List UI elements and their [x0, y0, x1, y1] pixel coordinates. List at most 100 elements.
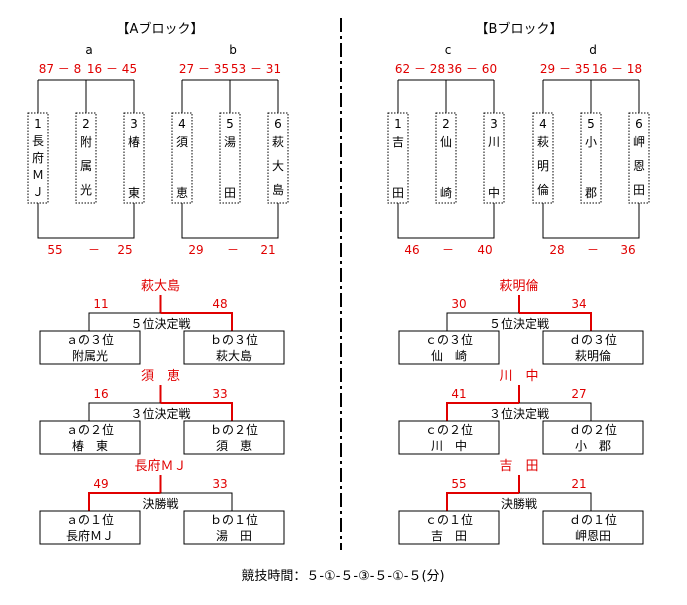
- bracket-right: [160, 402, 233, 421]
- group-label: d: [589, 43, 597, 57]
- seed-label: ｃの３位: [425, 332, 473, 347]
- team-name-char: 須: [176, 135, 188, 149]
- seed-team: 岬恩田: [575, 529, 611, 543]
- seed-label: ｃの１位: [425, 512, 473, 527]
- playoff-score-left: 11: [93, 297, 108, 311]
- team-number: 1: [394, 117, 402, 131]
- team-name-char: Ｍ: [32, 168, 44, 182]
- team-name-char: 明: [537, 159, 549, 173]
- team-name-char: 府: [32, 150, 44, 165]
- team-name-char: 椿: [128, 135, 140, 149]
- bracket-right: [519, 402, 592, 421]
- team-number: 2: [82, 117, 90, 131]
- cross-score: 46: [404, 243, 419, 257]
- group-bracket-bottom: [542, 203, 640, 239]
- cross-score-dash: －: [442, 243, 454, 257]
- seed-team: 椿 東: [72, 439, 108, 453]
- cross-score-dash: －: [587, 243, 599, 257]
- seed-box-left: [398, 510, 500, 545]
- playoff-title: ５位決定戦: [489, 316, 549, 331]
- team-number: 3: [490, 117, 498, 131]
- seed-team: 湯 田: [216, 529, 252, 543]
- seed-team: 須 恵: [216, 439, 252, 453]
- playoff-score-left: 30: [451, 297, 466, 311]
- cross-score: 40: [477, 243, 492, 257]
- seed-box-right: [542, 510, 644, 545]
- playoff-winner: 吉 田: [499, 459, 538, 474]
- playoff-title: ３位決定戦: [130, 406, 190, 421]
- team-box: [580, 112, 602, 204]
- playoff-title: 決勝戦: [142, 496, 178, 511]
- team-number: 5: [226, 117, 234, 131]
- seed-box-right: [542, 330, 644, 365]
- team-name-char: 萩: [272, 135, 284, 149]
- cross-score-dash: －: [88, 243, 100, 257]
- team-number: 4: [178, 117, 186, 131]
- seed-box-left: [398, 330, 500, 365]
- match-score: 62 － 28: [395, 62, 445, 76]
- playoff-score-right: 48: [212, 297, 227, 311]
- cross-score: 25: [117, 243, 132, 257]
- cross-score: 55: [47, 243, 62, 257]
- bracket-left: [446, 312, 519, 331]
- seed-label: ｄの１位: [569, 512, 617, 527]
- seed-label: ｂの２位: [210, 422, 258, 437]
- seed-team: 萩大島: [216, 348, 252, 363]
- team-number: 1: [34, 117, 42, 131]
- team-name-char: 吉: [392, 135, 404, 149]
- team-name-char: 湯: [224, 135, 236, 149]
- team-name-char: 萩: [537, 135, 549, 149]
- seed-label: ａの１位: [66, 512, 114, 527]
- playoff-score-right: 21: [571, 477, 586, 491]
- team-name-char: 郡: [585, 186, 597, 200]
- team-name-char: 大: [272, 159, 284, 173]
- cross-score: 21: [260, 243, 275, 257]
- seed-box-left: [398, 420, 500, 455]
- seed-label: ｃの２位: [425, 422, 473, 437]
- playoff-score-left: 16: [93, 387, 108, 401]
- team-name-char: 中: [488, 185, 500, 200]
- match-score: 27 － 35: [179, 62, 229, 76]
- group-bracket-bottom: [181, 203, 279, 239]
- match-time-footer: 競技時間：５-①-５-③-５-①-５(分): [241, 569, 444, 584]
- playoff-score-right: 34: [571, 297, 586, 311]
- team-name-char: 東: [128, 186, 140, 200]
- seed-team: 長府ＭＪ: [66, 528, 114, 543]
- team-number: 5: [587, 117, 595, 131]
- seed-box-left: [39, 330, 141, 365]
- team-name-char: 田: [224, 186, 236, 200]
- team-box: [219, 112, 241, 204]
- playoff-score-right: 27: [571, 387, 586, 401]
- match-score: 29 － 35: [540, 62, 590, 76]
- playoff-winner: 川 中: [499, 369, 538, 384]
- team-name-char: 恵: [176, 186, 188, 200]
- cross-score: 36: [620, 243, 635, 257]
- team-name-char: 小: [585, 135, 597, 149]
- seed-box-left: [39, 420, 141, 455]
- playoff-winner: 萩明倫: [499, 279, 538, 294]
- team-number: 2: [442, 117, 450, 131]
- group-bracket-bottom: [397, 203, 495, 239]
- cross-score-dash: －: [227, 243, 239, 257]
- match-score: 53 － 31: [231, 62, 281, 76]
- playoff-title: ３位決定戦: [489, 406, 549, 421]
- team-name-char: 川: [488, 135, 500, 149]
- playoff-score-right: 33: [212, 477, 227, 491]
- seed-label: ａの２位: [66, 422, 114, 437]
- team-box: [435, 112, 457, 204]
- team-name-char: 属: [80, 159, 92, 173]
- match-score: 16 － 45: [87, 62, 137, 76]
- match-score: 16 － 18: [592, 62, 642, 76]
- seed-label: ｂの３位: [210, 332, 258, 347]
- team-name-char: 仙: [440, 135, 452, 149]
- cross-score: 28: [549, 243, 564, 257]
- group-label: a: [85, 43, 92, 57]
- team-number: 3: [130, 117, 138, 131]
- seed-label: ｄの３位: [569, 332, 617, 347]
- team-name-char: 光: [80, 183, 92, 197]
- seed-label: ｄの２位: [569, 422, 617, 437]
- cross-score: 29: [188, 243, 203, 257]
- playoff-winner: 長府ＭＪ: [134, 459, 186, 474]
- team-name-char: 島: [272, 182, 284, 197]
